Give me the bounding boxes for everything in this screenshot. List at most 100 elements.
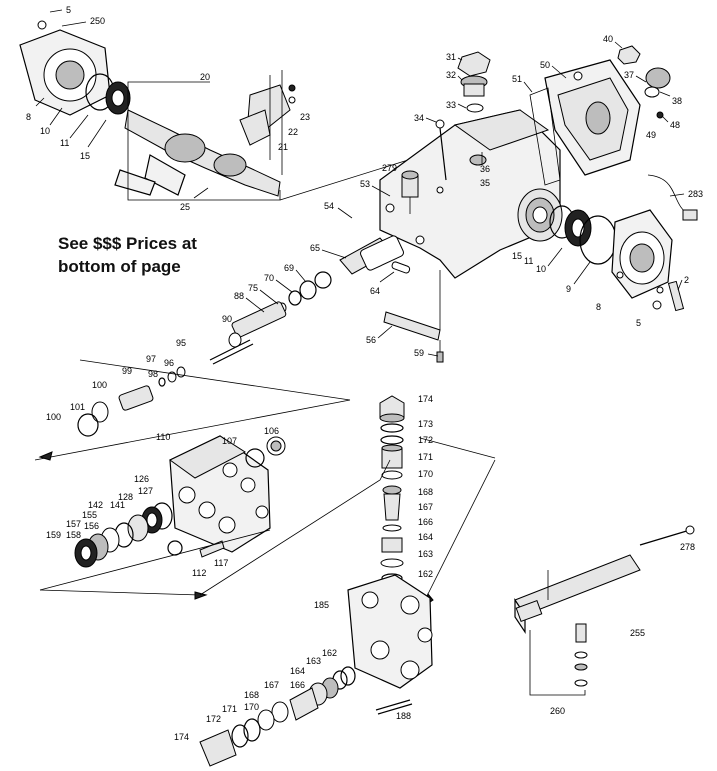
- callout-279: 279: [382, 163, 397, 173]
- crankshaft-assembly: [114, 70, 296, 197]
- callout-250: 250: [90, 16, 105, 26]
- callout-23: 23: [300, 112, 310, 122]
- callout-64: 64: [370, 286, 380, 296]
- callout-8: 8: [26, 112, 31, 122]
- callout-10b: 10: [536, 264, 546, 274]
- callout-163: 163: [418, 549, 433, 559]
- callout-100: 100: [92, 380, 107, 390]
- manifold-block: [169, 435, 271, 553]
- callout-255: 255: [630, 628, 645, 638]
- manifold-seals: [167, 436, 286, 558]
- drain-plug-parts: [617, 45, 671, 119]
- callout-53: 53: [360, 179, 370, 189]
- callout-2: 2: [684, 275, 689, 285]
- callout-95: 95: [176, 338, 186, 348]
- callout-31: 31: [446, 52, 456, 62]
- callout-172b: 172: [206, 714, 221, 724]
- callout-97: 97: [146, 354, 156, 364]
- callout-75: 75: [248, 283, 258, 293]
- callout-128: 128: [118, 492, 133, 502]
- callout-100b: 100: [46, 412, 61, 422]
- callout-8b: 8: [596, 302, 601, 312]
- callout-110: 110: [156, 432, 170, 442]
- callout-156: 156: [84, 521, 99, 531]
- callout-70: 70: [264, 273, 274, 283]
- callout-188: 188: [396, 711, 411, 721]
- callout-283: 283: [688, 189, 703, 199]
- callout-167: 167: [418, 502, 433, 512]
- callout-35: 35: [480, 178, 490, 188]
- callout-168b: 168: [244, 690, 259, 700]
- callout-170b: 170: [244, 702, 259, 712]
- mounting-rail-kit: [514, 525, 695, 696]
- callout-162b: 162: [322, 648, 337, 658]
- callout-171: 171: [418, 452, 433, 462]
- callout-34: 34: [414, 113, 424, 123]
- callout-36: 36: [480, 164, 490, 174]
- callout-164: 164: [418, 532, 433, 542]
- callout-59: 59: [414, 348, 424, 358]
- callout-96: 96: [164, 358, 174, 368]
- callout-127: 127: [138, 486, 153, 496]
- callout-15b: 15: [512, 251, 522, 261]
- callout-65: 65: [310, 243, 320, 253]
- plunger-rod-assembly: [77, 235, 404, 437]
- callout-51: 51: [512, 74, 522, 84]
- callout-157: 157: [66, 519, 81, 529]
- callout-278: 278: [680, 542, 695, 552]
- sight-glass: [401, 170, 419, 214]
- callout-15: 15: [80, 151, 90, 161]
- callout-98: 98: [148, 369, 158, 379]
- callout-48: 48: [670, 120, 680, 130]
- price-note-line2: bottom of page: [58, 257, 181, 276]
- callout-106: 106: [264, 426, 279, 436]
- callout-126: 126: [134, 474, 149, 484]
- dipstick: [435, 119, 447, 181]
- callout-40: 40: [603, 34, 613, 44]
- left-bearing-cover-assembly: [19, 20, 131, 116]
- callout-21: 21: [278, 142, 288, 152]
- callout-117: 117: [214, 558, 228, 568]
- callout-11b: 11: [524, 256, 533, 266]
- callout-5: 5: [66, 5, 71, 15]
- discharge-manifold: [340, 574, 433, 689]
- callout-56: 56: [366, 335, 376, 345]
- callout-20: 20: [200, 72, 210, 82]
- callout-166b: 166: [290, 680, 305, 690]
- callout-260: 260: [550, 706, 565, 716]
- callout-168: 168: [418, 487, 433, 497]
- callout-group: 5 250 8 10 11 15 20 21 22 23 25 31 32 33…: [26, 5, 703, 742]
- callout-33: 33: [446, 100, 456, 110]
- callout-37: 37: [624, 70, 634, 80]
- callout-174b: 174: [174, 732, 189, 742]
- callout-25: 25: [180, 202, 190, 212]
- valve-stack-upper: [379, 395, 405, 583]
- callout-5b: 5: [636, 318, 641, 328]
- callout-11: 11: [60, 138, 69, 148]
- callout-90: 90: [222, 314, 232, 324]
- callout-158: 158: [66, 530, 81, 540]
- valve-stack-lower: [199, 670, 413, 767]
- callout-172: 172: [418, 435, 433, 445]
- callout-185: 185: [314, 600, 329, 610]
- callout-159: 159: [46, 530, 61, 540]
- callout-88: 88: [234, 291, 244, 301]
- callout-170: 170: [418, 469, 433, 479]
- callout-163b: 163: [306, 656, 321, 666]
- crankcase-body: [379, 109, 563, 279]
- oil-filler-cap: [457, 51, 491, 113]
- price-note: See $$$ Prices at bottom of page: [58, 232, 228, 278]
- callout-69: 69: [284, 263, 294, 273]
- callout-54: 54: [324, 201, 334, 211]
- callout-107: 107: [222, 436, 237, 446]
- pin-and-bracket: [383, 261, 444, 363]
- price-note-line1: See $$$ Prices at: [58, 234, 197, 253]
- callout-38: 38: [672, 96, 682, 106]
- callout-9: 9: [566, 284, 571, 294]
- callout-49: 49: [646, 130, 656, 140]
- right-bearing-cover-assembly: [549, 205, 685, 312]
- rear-cover: [529, 59, 698, 221]
- callout-32: 32: [446, 70, 456, 80]
- callout-167b: 167: [264, 680, 279, 690]
- callout-164b: 164: [290, 666, 305, 676]
